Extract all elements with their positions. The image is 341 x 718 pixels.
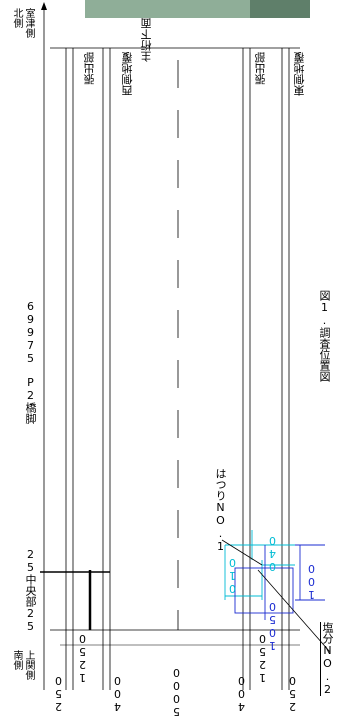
dim-1050: 1050 bbox=[266, 600, 279, 652]
label-west-parapet: 西側地覆 bbox=[121, 52, 134, 96]
dim-010: 010 bbox=[226, 556, 239, 595]
leader-hatsuri bbox=[221, 539, 263, 566]
figure-caption: 図1.調査位置図 bbox=[318, 290, 331, 382]
label-south-side: 上関側 南側 bbox=[11, 650, 34, 680]
label-center: 25中央部25 bbox=[24, 548, 37, 633]
label-top-bridge: 主桁下面 bbox=[140, 18, 153, 62]
dim-1250-left: 1250 bbox=[76, 632, 89, 684]
label-east-parapet: 東側地覆 bbox=[293, 52, 306, 96]
label-west-bracket: 張出部 bbox=[83, 52, 96, 85]
dim-400-right: 400 bbox=[235, 674, 248, 713]
blue-survey-marks bbox=[234, 544, 325, 620]
label-north-side: 室津側 北側 bbox=[11, 8, 34, 38]
dim-100: 100 bbox=[305, 562, 318, 601]
arrow-up-icon bbox=[41, 2, 47, 10]
dim-250-left: 250 bbox=[52, 674, 65, 713]
label-hatsuri: はつりNO.1 bbox=[214, 468, 227, 553]
leader-salt bbox=[257, 569, 331, 653]
label-mid: 69975 P2橋脚 bbox=[24, 300, 37, 424]
label-salt: 塩分NO.2 bbox=[321, 622, 334, 696]
cyan-survey-marks bbox=[224, 530, 300, 600]
dim-040: 040 bbox=[266, 534, 279, 573]
dim-5000: 5000 bbox=[170, 666, 183, 718]
photo-strip-shadow bbox=[250, 0, 310, 18]
label-east-bracket: 張出部 bbox=[254, 52, 267, 85]
dim-400-left: 400 bbox=[111, 674, 124, 713]
dim-250-right: 250 bbox=[286, 674, 299, 713]
